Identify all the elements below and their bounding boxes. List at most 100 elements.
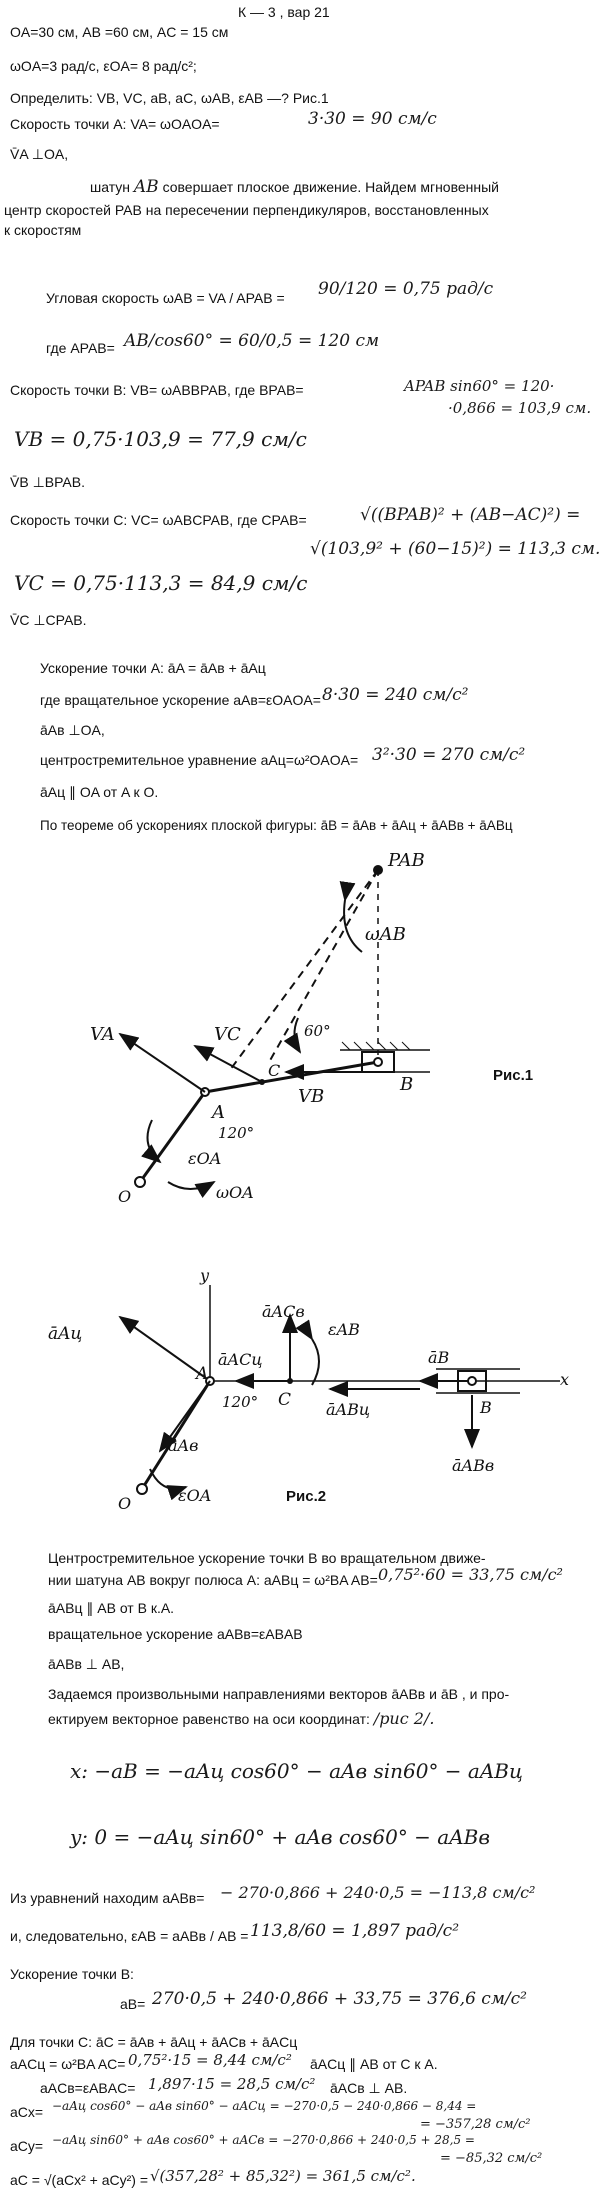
velocity-c-label: Скорость точки C: VC= ωABCPAB, где CPAB= — [10, 512, 307, 528]
joint-b — [373, 1057, 383, 1067]
accel-c-handwritten-2: 0,75²·15 = 8,44 см/с² — [128, 2051, 292, 2069]
pivot-o — [134, 1176, 146, 1188]
accel-c-line-3: aACв=εABAC= — [40, 2080, 136, 2096]
eps-oa-arc-2 — [149, 1468, 188, 1501]
label-a-ac-c: āACц — [218, 1350, 263, 1369]
accel-c-line-5: aCy= — [10, 2138, 44, 2154]
accel-a-line-5: āAц ∥ OA от A к O. — [40, 784, 159, 800]
result-line-1: Из уравнений находим aABв= — [10, 1890, 205, 1906]
label-a-ac-v: āACв — [262, 1302, 305, 1321]
label-c-2: C — [278, 1390, 291, 1410]
dash-pc — [267, 869, 379, 1065]
label-c: C — [268, 1061, 280, 1080]
a-a-centripetal-arrow — [118, 1315, 211, 1382]
point-c-2 — [287, 1378, 293, 1384]
label-v-c: VC — [214, 1024, 241, 1045]
accel-c-handwritten-6: √(357,28² + 85,32²) = 361,5 см/с². — [150, 2167, 416, 2185]
accel-c-handwritten-5: −aAц sin60° + aAв cos60° + aACв = −270·0… — [52, 2133, 475, 2147]
figure-2: y x āAц āACв εAB āB āACц A C āABц B 120°… — [48, 1266, 569, 1513]
velocity-c-handwritten-1: √((BPAB)² + (AB−AC)²) = — [360, 505, 581, 525]
accel-a-line-1: Ускорение точки A: āA = āAв + āAц — [40, 660, 266, 676]
result-handwritten-2: 113,8/60 = 1,897 рад/с² — [250, 1921, 460, 1941]
accel-a-handwritten-4: 3²·30 = 270 см/с² — [372, 745, 526, 765]
velocity-c-handwritten-2: √(103,9² + (60−15)²) = 113,3 см. — [310, 539, 601, 559]
accel-c-result-5: = −85,32 см/с² — [440, 2151, 543, 2166]
result-line-2: и, следовательно, εAB = aABв / AB = — [10, 1928, 249, 1944]
fig-2-caption: Рис.2 — [286, 1488, 326, 1505]
result-handwritten-1: − 270·0,866 + 240·0,5 = −113,8 см/с² — [220, 1883, 536, 1902]
label-eps-oa-2: εOA — [178, 1486, 211, 1505]
result-handwritten-4: 270·0,5 + 240·0,866 + 33,75 = 376,6 см/с… — [152, 1989, 527, 2009]
centripetal-b-line-3: āABц ∥ AB от B к.A. — [48, 1600, 175, 1616]
velocity-c-perp: V̄C ⊥CPAB. — [10, 612, 87, 628]
task-title: К — 3 , вар 21 — [238, 4, 330, 20]
dash-pa — [229, 869, 379, 1071]
label-a-ab-c: āABц — [326, 1400, 370, 1419]
label-omega-oa: ωOA — [216, 1183, 254, 1202]
omega-ab-arc — [339, 881, 363, 953]
fig-1-caption: Рис.1 — [493, 1067, 533, 1084]
accel-c-line-2: aACц = ω²BA AC= — [10, 2056, 126, 2072]
given-lengths: OA=30 см, AB =60 см, AC = 15 см — [10, 24, 229, 40]
velocity-b-handwritten-1: APAB sin60° = 120· — [404, 377, 555, 395]
accel-a-handwritten-2: 8·30 = 240 см/с² — [322, 685, 469, 705]
figure-1: PAB ωAB VA VC 60° C A 120° B VB εOA ωOA … — [90, 850, 533, 1206]
eps-oa-arc — [141, 1119, 162, 1164]
centripetal-b-line-5: āABв ⊥ AB, — [48, 1656, 125, 1672]
label-a-a-v: āAв — [168, 1436, 198, 1455]
label-a-a-c: āAц — [48, 1324, 82, 1344]
velocity-b-handwritten-2: ·0,866 = 103,9 см. — [448, 399, 592, 417]
centripetal-b-line-7: ектируем векторное равенство на оси коор… — [48, 1711, 370, 1727]
accel-c-line-2b: āACц ∥ AB от C к A. — [310, 2056, 438, 2072]
accel-a-line-2: где вращательное ускорение aAв=εOAOA= — [40, 692, 321, 708]
velocity-a-perp: V̄A ⊥OA, — [10, 146, 69, 162]
label-b: B — [399, 1074, 413, 1095]
label-a-b: āB — [428, 1348, 450, 1367]
label-eps-oa: εOA — [188, 1149, 221, 1168]
label-a: A — [210, 1102, 225, 1123]
velocity-b-perp: V̄B ⊥BPAB. — [10, 474, 85, 490]
projection-y: y: 0 = −aAц sin60° + aAв cos60° − aABв — [70, 1825, 490, 1849]
label-60: 60° — [304, 1022, 331, 1040]
v-c-arrow — [193, 1045, 263, 1083]
slider-b-2 — [457, 1370, 487, 1392]
label-v-b: VB — [298, 1086, 324, 1107]
plane-motion-handwritten: AB — [133, 177, 159, 197]
label-a-ab-v: āABв — [452, 1456, 494, 1475]
omega-ab-label: Угловая скорость ωAB = VA / APAB = — [46, 290, 285, 306]
label-p-ab: PAB — [387, 850, 425, 871]
centripetal-b-handwritten: 0,75²·60 = 33,75 см/с² — [378, 1565, 563, 1584]
velocity-a-label: Скорость точки A: VA= ωOAOA= — [10, 116, 220, 132]
centripetal-b-line-2: нии шатуна AB вокруг полюса A: aABц = ω²… — [48, 1572, 378, 1588]
label-a: A — [194, 1364, 208, 1384]
plane-motion-text-b: совершает плоское движение. Найдем мгнов… — [162, 179, 499, 195]
plane-motion-line-2: центр скоростей PAB на пересечении перпе… — [4, 202, 489, 218]
centripetal-b-handwritten-7: /рис 2/. — [373, 1709, 435, 1728]
ap-label: где APAB= — [46, 340, 115, 356]
accel-c-line-4: aCx= — [10, 2104, 44, 2120]
centripetal-b-line-6: Задаемся произвольными направлениями век… — [48, 1686, 510, 1702]
result-line-3: Ускорение точки B: — [10, 1966, 134, 1982]
angle-arc-60 — [283, 1017, 302, 1054]
label-omega-ab: ωAB — [365, 924, 406, 945]
accel-c-result-4: = −357,28 см/с² — [420, 2117, 531, 2132]
label-120-2: 120° — [222, 1393, 258, 1411]
label-y: y — [199, 1266, 210, 1285]
label-v-a: VA — [90, 1024, 115, 1045]
centripetal-b-line-1: Центростремительное ускорение точки B во… — [48, 1550, 486, 1566]
label-b-2: B — [479, 1398, 492, 1417]
label-o: O — [118, 1187, 131, 1206]
accel-theorem: По теореме об ускорениях плоской фигуры:… — [40, 818, 513, 833]
velocity-b-label: Скорость точки B: VB= ωABBPAB, где BPAB= — [10, 382, 304, 398]
result-line-4: aB= — [120, 1996, 146, 2012]
crank-oa — [138, 1091, 207, 1183]
a-a-rot-arrow — [158, 1380, 211, 1453]
ap-handwritten: AB/cos60° = 60/0,5 = 120 см — [124, 331, 380, 351]
accel-c-line-6: aC = √(aCx² + aCy²) = — [10, 2172, 148, 2188]
accel-c-handwritten-4: −aAц cos60° − aAв sin60° − aACц = −270·0… — [52, 2099, 477, 2113]
plane-motion-line-3: к скоростям — [4, 222, 82, 238]
pivot-o-2 — [136, 1483, 148, 1495]
centripetal-b-line-4: вращательное ускорение aABв=εABAB — [48, 1626, 303, 1642]
accel-c-handwritten-3: 1,897·15 = 28,5 см/с² — [148, 2075, 316, 2093]
accel-c-line-3b: āACв ⊥ AB. — [330, 2080, 408, 2096]
